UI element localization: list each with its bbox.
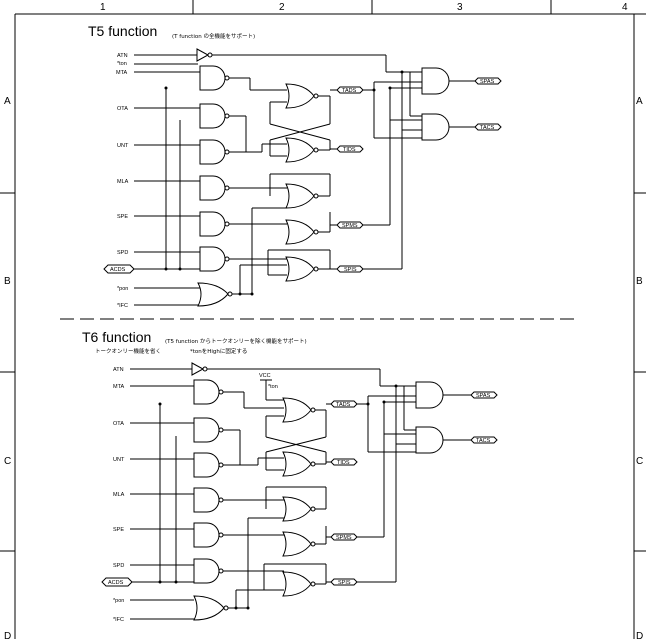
t5-output-tacs: TACS	[480, 125, 495, 131]
t5-input-wires	[134, 54, 200, 306]
t6-output-spas: SPAS	[476, 393, 491, 399]
t5-input-ton: *ton	[117, 61, 127, 67]
t6-state-tids: TIDS	[337, 460, 350, 466]
column-label-4: 4	[622, 2, 628, 13]
t6-interconnect-wires	[223, 391, 284, 609]
t6-input-pon: *pon	[113, 598, 124, 604]
t6-input-wires	[130, 368, 194, 620]
t6-vcc-label: VCC	[259, 373, 271, 379]
t6-output-tacs: TACS	[476, 438, 491, 444]
t6-state-spis: SPIS	[338, 580, 351, 586]
t5-state-tads: TADS	[342, 88, 357, 94]
t5-state-ports: TADS TIDS SPMS SPIS	[330, 86, 364, 273]
t5-input-spd: SPD	[117, 250, 128, 256]
t6-state-ports: TADS TIDS SPMS SPIS	[326, 400, 358, 586]
t5-state-gates	[267, 83, 331, 282]
t6-output-wires	[357, 386, 416, 583]
t6-input-ota: OTA	[113, 421, 124, 427]
row-label-b-left: B	[4, 276, 11, 287]
row-label-b-right: B	[636, 276, 643, 287]
t6-input-spd: SPD	[113, 563, 124, 569]
t5-output-wires	[363, 72, 422, 270]
t6-state-spms: SPMS	[336, 535, 352, 541]
t6-state-tads: TADS	[336, 402, 351, 408]
t5-state-tids: TIDS	[343, 147, 356, 153]
column-label-1: 1	[100, 2, 106, 13]
t6-vcc-tie: VCC *ton	[259, 373, 284, 401]
t5-input-pon: *pon	[117, 286, 128, 292]
row-label-c-right: C	[636, 456, 643, 467]
t6-input-mta: MTA	[113, 384, 125, 390]
t6-title: T6 function	[82, 329, 151, 345]
t5-input-atn: ATN	[117, 53, 128, 59]
t5-subtitle: (T function の全機能をサポート)	[172, 32, 255, 40]
t6-acds-port: ACDS	[101, 577, 133, 587]
t6-ton-label: *ton	[268, 384, 278, 390]
t5-state-spms: SPMS	[342, 223, 358, 229]
t6-state-gates	[263, 397, 327, 597]
t5-acds-port: ACDS	[103, 264, 135, 274]
row-label-c-left: C	[4, 456, 11, 467]
t6-input-ifc: *IFC	[113, 617, 124, 623]
t5-input-ota: OTA	[117, 106, 128, 112]
row-label-a-right: A	[636, 96, 643, 107]
column-label-2: 2	[279, 2, 285, 13]
t6-input-atn: ATN	[113, 367, 124, 373]
t6-note-ton-high: *tonをHighに固定する	[190, 347, 247, 355]
t5-junctions	[164, 70, 404, 296]
t5-acds-label: ACDS	[110, 267, 126, 273]
t5-state-spis: SPIS	[344, 267, 357, 273]
row-label-d-right: D	[636, 631, 643, 639]
row-label-a-left: A	[4, 96, 11, 107]
t6-input-mla: MLA	[113, 492, 125, 498]
t6-input-unt: UNT	[113, 457, 125, 463]
t5-input-mta: MTA	[116, 70, 128, 76]
t5-output-spas: SPAS	[480, 79, 495, 85]
t6-subtitle: (T5 function からトークオンリーを除く機能をサポート)	[165, 337, 307, 345]
column-label-3: 3	[457, 2, 463, 13]
t5-output-gates: SPAS TACS	[421, 67, 502, 141]
t5-input-mla: MLA	[117, 179, 129, 185]
t5-atn-buffer	[196, 48, 422, 73]
t6-note-omit-talk-only: トークオンリー機能を省く	[95, 347, 161, 355]
t5-input-spe: SPE	[117, 214, 128, 220]
t6-junctions	[158, 384, 398, 610]
t5-interconnect-wires	[229, 77, 287, 295]
t5-input-ifc: *IFC	[117, 303, 128, 309]
t6-atn-buffer	[191, 362, 416, 387]
t6-input-gates	[193, 379, 229, 621]
row-label-d-left: D	[4, 631, 11, 639]
t6-acds-label: ACDS	[108, 580, 124, 586]
t5-input-unt: UNT	[117, 143, 129, 149]
t5-input-gates	[197, 65, 233, 307]
t5-title: T5 function	[88, 23, 157, 39]
t6-input-spe: SPE	[113, 527, 124, 533]
t6-output-gates: SPAS TACS	[415, 381, 498, 454]
